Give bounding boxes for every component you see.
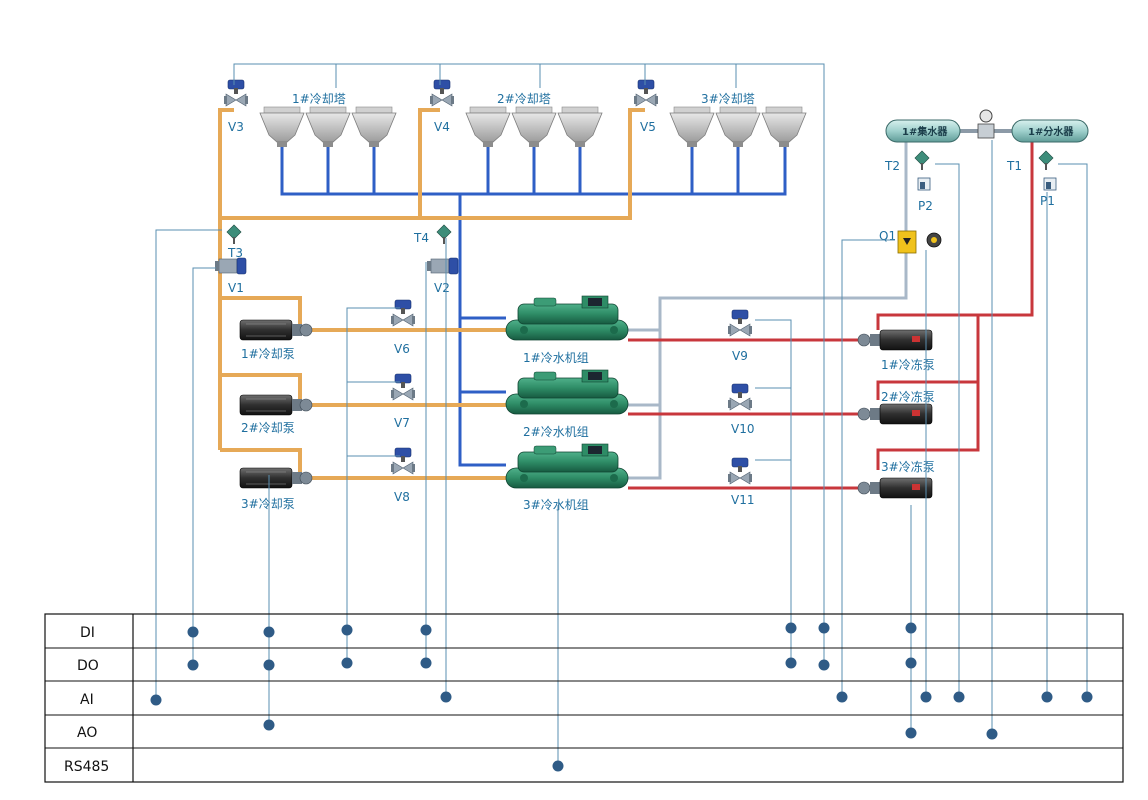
chilled-pump-1: 1#冷冻泵 xyxy=(857,329,935,372)
cooling-pump-2-label: 2#冷却泵 xyxy=(241,421,295,435)
valve-v8-label: V8 xyxy=(394,490,410,504)
pressure-sensor-p2: P2 xyxy=(917,177,933,213)
tower-2-label: 2#冷却塔 xyxy=(497,92,551,106)
temp-sensor-t1: T1 xyxy=(1006,149,1055,173)
valve-v1: V1 xyxy=(214,257,247,295)
chiller-1-label: 1#冷水机组 xyxy=(523,351,589,365)
cooling-tower-2: 2#冷却塔 xyxy=(465,92,603,148)
sensors: T3 T4 T2 T1 P2 P1 Q1 xyxy=(225,149,1057,260)
cooling-pump-1-label: 1#冷却泵 xyxy=(241,347,295,361)
chilled-pump-1-label: 1#冷冻泵 xyxy=(881,357,935,372)
water-tanks: 1#集水器 1#分水器 xyxy=(885,109,1089,143)
pumps: 1#冷却泵 2#冷却泵 3#冷却泵 1#冷冻泵 2#冷冻泵 3#冷冻泵 xyxy=(239,319,935,511)
valve-v3-label: V3 xyxy=(228,120,244,134)
sensor-p2-label: P2 xyxy=(918,199,933,213)
chiller-1: 1#冷水机组 xyxy=(505,295,629,365)
valve-v11-label: V11 xyxy=(731,493,754,507)
valve-v8: V8 xyxy=(390,447,416,504)
chillers: 1#冷水机组 2#冷水机组 3#冷水机组 xyxy=(505,295,629,512)
cooling-pump-2: 2#冷却泵 xyxy=(239,394,313,435)
chiller-3: 3#冷水机组 xyxy=(505,443,629,512)
valve-v9: V9 xyxy=(727,309,753,363)
valve-v11: V11 xyxy=(727,457,754,507)
chiller-2: 2#冷水机组 xyxy=(505,369,629,439)
chilled-pump-3-label: 3#冷冻泵 xyxy=(881,459,935,474)
valves: V3 V4 V5 V1 V2 V6 V7 V8 V9 V10 V11 xyxy=(214,79,754,507)
valve-v9-label: V9 xyxy=(732,349,748,363)
cooling-pump-1: 1#冷却泵 xyxy=(239,319,313,361)
valve-v7: V7 xyxy=(390,373,416,430)
differential-pressure-gauge xyxy=(977,109,995,139)
collector-tank: 1#集水器 xyxy=(885,119,961,143)
io-row-di-label: DI xyxy=(80,625,95,641)
valve-v2-label: V2 xyxy=(434,281,450,295)
cooling-water-pipes xyxy=(218,108,645,480)
io-connection-dots xyxy=(150,622,1093,772)
pipe-network xyxy=(218,108,1034,490)
valve-v10-label: V10 xyxy=(731,422,754,436)
flowmeter-q1-label: Q1 xyxy=(879,229,896,243)
valve-v1-label: V1 xyxy=(228,281,244,295)
io-table: DI DO AI AO RS485 xyxy=(44,613,1124,783)
sensor-t3-label: T3 xyxy=(227,246,243,260)
tower-3-label: 3#冷却塔 xyxy=(701,92,755,106)
bypass-pipes xyxy=(628,140,908,480)
sensor-t2-label: T2 xyxy=(884,159,900,173)
valve-v4-label: V4 xyxy=(434,120,450,134)
cooling-towers: 1#冷却塔 2#冷却塔 3#冷却塔 xyxy=(259,92,807,148)
signal-lines xyxy=(155,63,1088,766)
chilled-supply-pipes xyxy=(628,140,1034,490)
cooling-tower-1: 1#冷却塔 xyxy=(259,92,397,148)
cooling-pump-3-label: 3#冷却泵 xyxy=(241,497,295,511)
cooling-tower-3: 3#冷却塔 xyxy=(669,92,807,148)
valve-v3: V3 xyxy=(223,79,249,134)
valve-v5-label: V5 xyxy=(640,120,656,134)
valve-v6-label: V6 xyxy=(394,342,410,356)
sensor-t4-label: T4 xyxy=(413,231,429,245)
chiller-2-label: 2#冷水机组 xyxy=(523,425,589,439)
temp-sensor-t2: T2 xyxy=(884,149,931,173)
valve-v10: V10 xyxy=(727,383,754,436)
tower-return-pipes xyxy=(280,145,787,467)
valve-v5: V5 xyxy=(633,79,659,134)
sensor-t1-label: T1 xyxy=(1006,159,1022,173)
valve-v2: V2 xyxy=(426,257,459,295)
valve-v4: V4 xyxy=(429,79,455,134)
io-row-ao-label: AO xyxy=(77,725,97,741)
pressure-sensor-p1: P1 xyxy=(1040,177,1057,208)
io-row-ai-label: AI xyxy=(80,692,94,708)
valve-v6: V6 xyxy=(390,299,416,356)
chilled-pump-2: 2#冷冻泵 xyxy=(857,389,935,425)
distributor-tank-label: 1#分水器 xyxy=(1028,125,1074,138)
distributor-tank: 1#分水器 xyxy=(1011,119,1089,143)
tower-1-label: 1#冷却塔 xyxy=(292,92,346,106)
valve-v7-label: V7 xyxy=(394,416,410,430)
io-row-rs485-label: RS485 xyxy=(64,759,109,775)
chilled-pump-2-label: 2#冷冻泵 xyxy=(881,389,935,404)
temp-sensor-t3: T3 xyxy=(225,223,243,260)
flow-meter-q1: Q1 xyxy=(879,229,942,254)
chilled-pump-3: 3#冷冻泵 xyxy=(857,459,935,499)
temp-sensor-t4: T4 xyxy=(413,223,453,245)
cooling-pump-3: 3#冷却泵 xyxy=(239,467,313,511)
collector-tank-label: 1#集水器 xyxy=(902,125,948,138)
io-row-do-label: DO xyxy=(77,658,99,674)
chiller-3-label: 3#冷水机组 xyxy=(523,498,589,512)
